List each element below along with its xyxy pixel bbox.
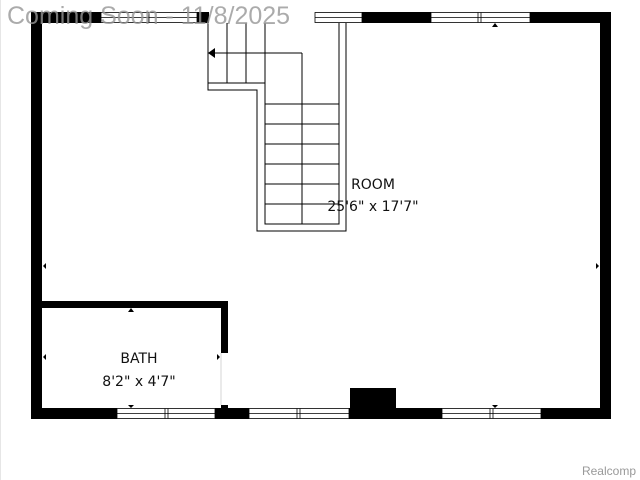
bath-dimensions: 8'2" x 4'7" <box>102 374 175 390</box>
room-dimensions: 25'6" x 17'7" <box>327 199 418 215</box>
credit: Realcomp <box>581 464 636 478</box>
arrowhead-icon <box>208 48 215 58</box>
bath-name: BATH <box>120 351 157 367</box>
exterior-walls <box>31 12 611 419</box>
dimension-markers <box>43 23 599 408</box>
windows <box>100 12 542 419</box>
chimney <box>350 388 396 408</box>
watermark: Coming Soon - 11/8/2025 <box>7 2 291 30</box>
staircase <box>207 23 347 232</box>
bath-walls <box>42 301 228 408</box>
room-name: ROOM <box>351 177 395 193</box>
